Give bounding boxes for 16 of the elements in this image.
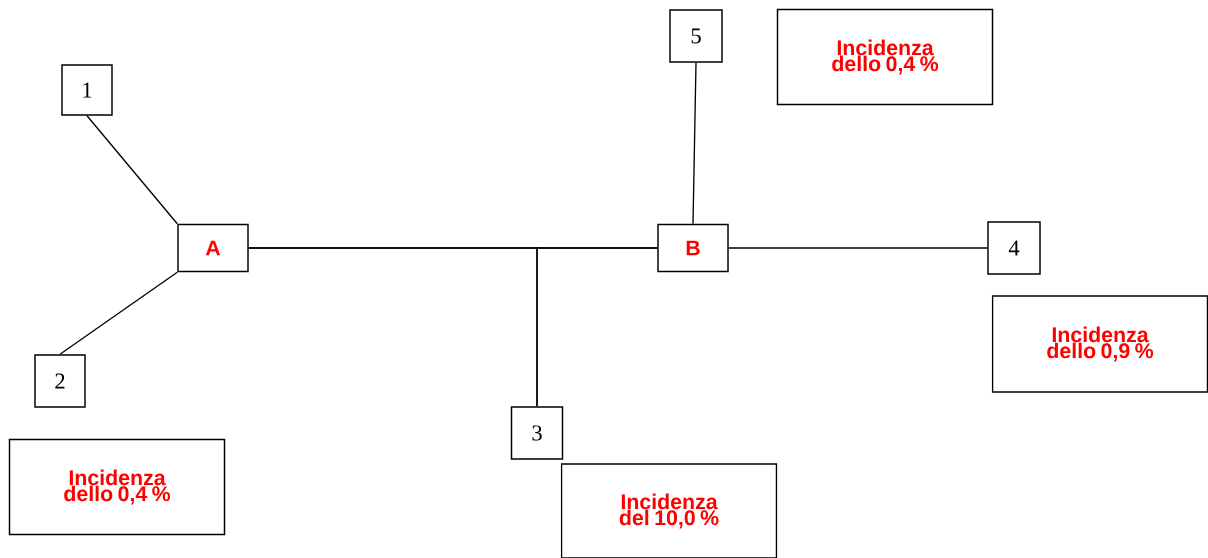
number-box: 2	[34, 354, 86, 408]
incidence-box: Incidenza del 10,0 %	[560, 463, 778, 558]
incidence-box: Incidenza dello 0,4 %	[776, 8, 994, 106]
connector-line	[728, 247, 988, 249]
connector-line	[59, 271, 178, 355]
number-box: 3	[510, 406, 564, 460]
connector-line	[86, 115, 178, 225]
connector-line	[692, 62, 697, 225]
incidence-box: Incidenza dello 0,9 %	[991, 295, 1208, 393]
number-box: 5	[669, 9, 723, 63]
letter-box: A	[177, 223, 249, 273]
number-box: 4	[987, 221, 1041, 275]
incidence-box: Incidenza dello 0,4 %	[8, 438, 226, 536]
number-box: 1	[61, 64, 113, 116]
connector-line	[536, 247, 658, 407]
letter-box: B	[657, 223, 729, 273]
